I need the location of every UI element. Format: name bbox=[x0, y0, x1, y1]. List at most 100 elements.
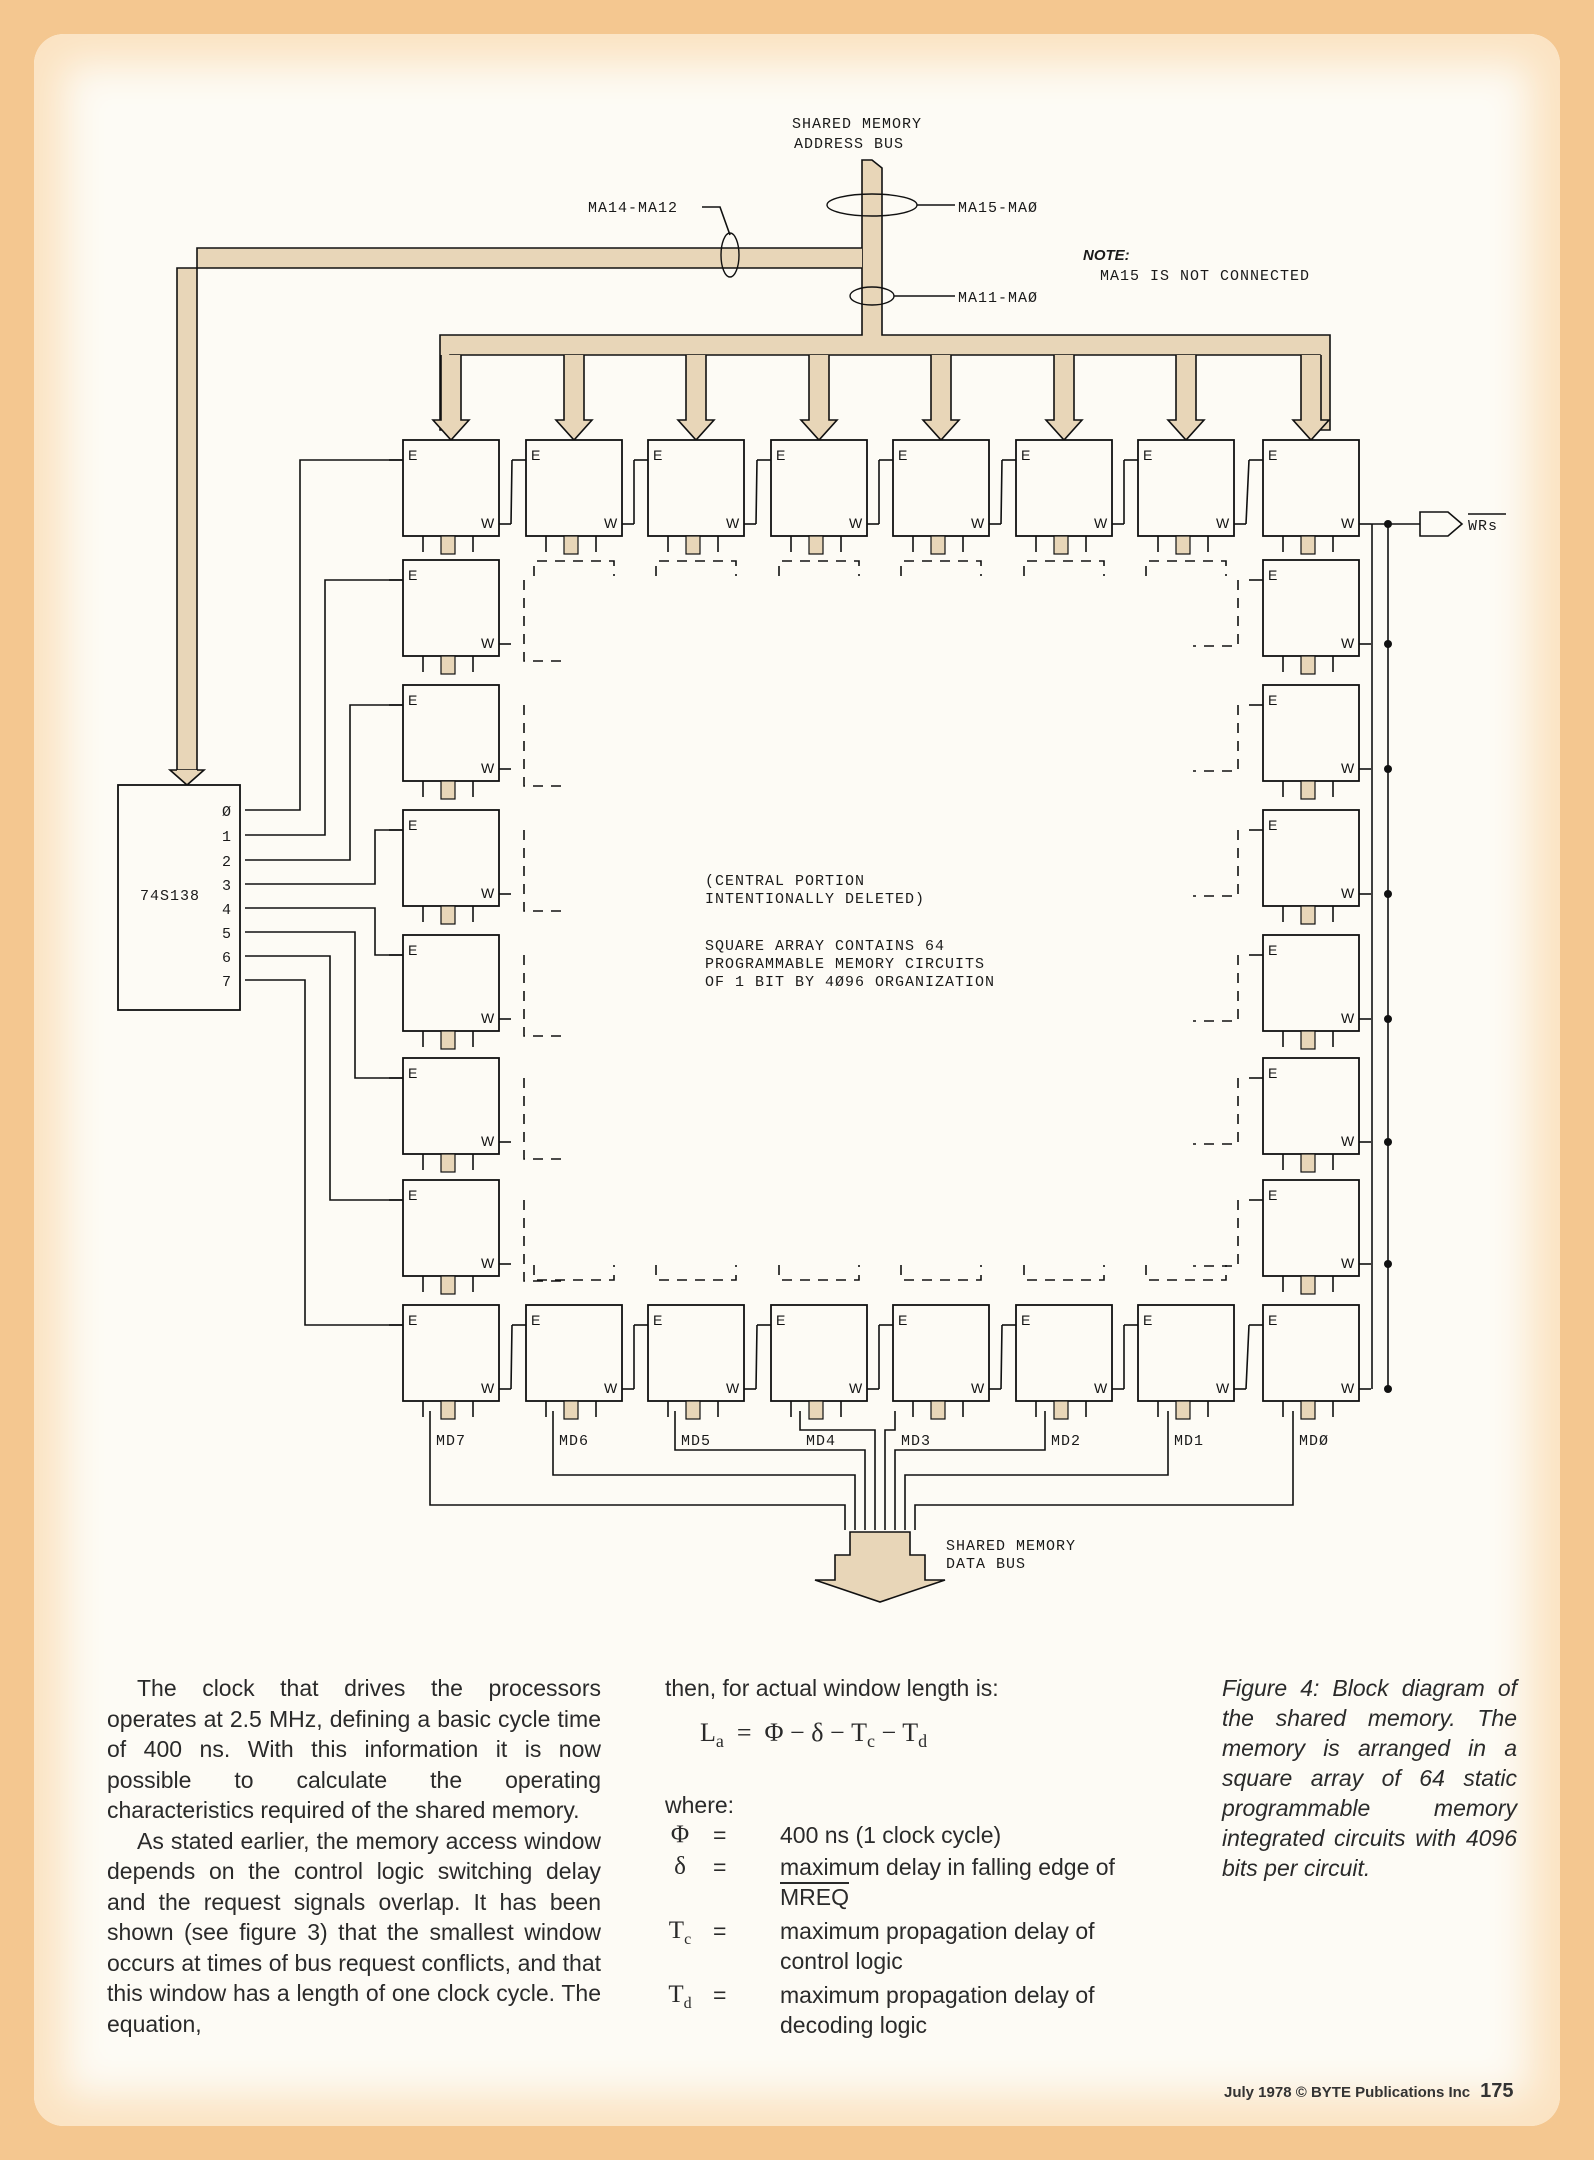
cell-data-stub bbox=[930, 535, 946, 555]
cell-data-stub bbox=[1300, 655, 1316, 675]
text-column-2: then, for actual window length is: La = … bbox=[665, 1673, 1185, 1820]
definition-phi: Φ = 400 ns (1 clock cycle) bbox=[670, 1821, 1002, 1848]
deleted-link-top-1 bbox=[533, 560, 615, 576]
deleted-link-top-6 bbox=[1145, 560, 1227, 576]
data-bus-label-2: DATA BUS bbox=[946, 1556, 1026, 1573]
enable-chain-top-4 bbox=[1000, 459, 1003, 525]
enable-pin-label: E bbox=[1268, 817, 1277, 833]
data-line-5 bbox=[894, 1411, 1046, 1530]
center-note-1: (CENTRAL PORTION bbox=[705, 873, 865, 890]
cell-data-stub bbox=[440, 1400, 456, 1420]
where-label: where: bbox=[665, 1791, 735, 1818]
center-note-2: INTENTIONALLY DELETED) bbox=[705, 891, 925, 908]
decoder-bus-arrow bbox=[167, 769, 207, 787]
cell-data-stub bbox=[440, 535, 456, 555]
deleted-link-right-1 bbox=[1193, 580, 1239, 647]
deleted-link-top-5 bbox=[1023, 560, 1105, 576]
data-bus-label-1: SHARED MEMORY bbox=[946, 1538, 1076, 1555]
enable-select-wire-5 bbox=[245, 931, 403, 1079]
cell-data-stub bbox=[1300, 1030, 1316, 1050]
enable-select-wire-3 bbox=[245, 829, 403, 885]
write-pin-label: W bbox=[604, 1380, 618, 1396]
cell-data-stub bbox=[440, 1275, 456, 1295]
data-line-1 bbox=[552, 1411, 856, 1530]
write-pin-label: W bbox=[1341, 885, 1355, 901]
cell-data-stub bbox=[930, 1400, 946, 1420]
cell-data-stub bbox=[440, 1153, 456, 1173]
cell-data-stub bbox=[1053, 535, 1069, 555]
write-pin-label: W bbox=[481, 1255, 495, 1271]
cell-data-stub bbox=[1053, 1400, 1069, 1420]
write-junction-5 bbox=[1384, 1138, 1392, 1146]
deleted-link-top-2 bbox=[655, 560, 737, 576]
footer-date: July 1978 © BYTE Publications Inc bbox=[1224, 2084, 1471, 2101]
array-note-3: OF 1 BIT BY 4Ø96 ORGANIZATION bbox=[705, 974, 995, 991]
deleted-link-left-1 bbox=[523, 580, 569, 662]
decoder-output-3: 3 bbox=[222, 878, 232, 895]
write-junction-4 bbox=[1384, 1015, 1392, 1023]
write-pin-label: W bbox=[971, 515, 985, 531]
address-bus-branch-decoder bbox=[176, 247, 862, 771]
enable-pin-label: E bbox=[1021, 447, 1030, 463]
memory-cell-r7-c4 bbox=[892, 1304, 990, 1402]
enable-pin-label: E bbox=[531, 1312, 540, 1328]
enable-pin-label: E bbox=[1268, 447, 1277, 463]
enable-pin-label: E bbox=[653, 447, 662, 463]
cell-data-stub bbox=[563, 1400, 579, 1420]
decoder-output-6: 6 bbox=[222, 950, 232, 967]
memory-cell-r1-c7 bbox=[1262, 559, 1360, 657]
cell-data-stub bbox=[808, 1400, 824, 1420]
memory-cell-r7-c6 bbox=[1137, 1304, 1235, 1402]
data-line-3 bbox=[799, 1411, 876, 1530]
write-buffer-symbol bbox=[1419, 511, 1464, 537]
write-pin-label: W bbox=[1094, 1380, 1108, 1396]
window-equation: La = Φ − δ − Tc − Td bbox=[700, 1717, 928, 1751]
data-bus-arrow bbox=[814, 1531, 946, 1603]
definition-td: Td = maximum propagation delay of decodi… bbox=[668, 1981, 1095, 2038]
data-line-label-6: MD1 bbox=[1174, 1433, 1204, 1450]
memory-cell-r5-c0 bbox=[402, 1057, 500, 1155]
label-ma14-ma12: MA14-MA12 bbox=[588, 200, 678, 217]
write-pin-label: W bbox=[481, 885, 495, 901]
enable-pin-label: E bbox=[1268, 1312, 1277, 1328]
cell-data-stub bbox=[685, 535, 701, 555]
write-pin-label: W bbox=[1094, 515, 1108, 531]
enable-pin-label: E bbox=[408, 692, 417, 708]
enable-chain-top-6 bbox=[1245, 459, 1250, 525]
deleted-link-right-2 bbox=[1193, 705, 1239, 772]
address-bus-drop-5 bbox=[1044, 355, 1084, 442]
memory-cell-r7-c5 bbox=[1015, 1304, 1113, 1402]
cell-data-stub bbox=[1300, 535, 1316, 555]
deleted-link-right-5 bbox=[1193, 1078, 1239, 1145]
memory-cell-r5-c7 bbox=[1262, 1057, 1360, 1155]
address-bus-drop-3 bbox=[799, 355, 839, 442]
enable-pin-label: E bbox=[1268, 567, 1277, 583]
write-pin-label: W bbox=[1341, 1380, 1355, 1396]
write-pin-label: W bbox=[1216, 515, 1230, 531]
memory-cell-r6-c7 bbox=[1262, 1179, 1360, 1277]
enable-pin-label: E bbox=[1143, 447, 1152, 463]
paragraph-2: As stated earlier, the memory access win… bbox=[107, 1827, 601, 2037]
data-line-label-0: MD7 bbox=[436, 1433, 466, 1450]
deleted-link-bottom-5 bbox=[1023, 1265, 1105, 1281]
memory-cell-r2-c0 bbox=[402, 684, 500, 782]
deleted-link-left-3 bbox=[523, 830, 569, 912]
ma14-leader bbox=[702, 206, 731, 236]
memory-cell-r0-c1 bbox=[525, 439, 623, 537]
write-pin-label: W bbox=[481, 635, 495, 651]
address-bus-drop-1 bbox=[554, 355, 594, 442]
cell-data-stub bbox=[440, 655, 456, 675]
write-junction-2 bbox=[1384, 765, 1392, 773]
write-junction-7 bbox=[1384, 1385, 1392, 1393]
enable-pin-label: E bbox=[408, 567, 417, 583]
decoder-output-7: 7 bbox=[222, 974, 232, 991]
memory-cell-r0-c2 bbox=[647, 439, 745, 537]
write-junction-0 bbox=[1384, 520, 1392, 528]
write-pin-label: W bbox=[849, 515, 863, 531]
deleted-link-left-4 bbox=[523, 955, 569, 1037]
memory-cell-r1-c0 bbox=[402, 559, 500, 657]
write-junction-6 bbox=[1384, 1260, 1392, 1268]
cell-data-stub bbox=[808, 535, 824, 555]
data-line-label-4: MD3 bbox=[901, 1433, 931, 1450]
